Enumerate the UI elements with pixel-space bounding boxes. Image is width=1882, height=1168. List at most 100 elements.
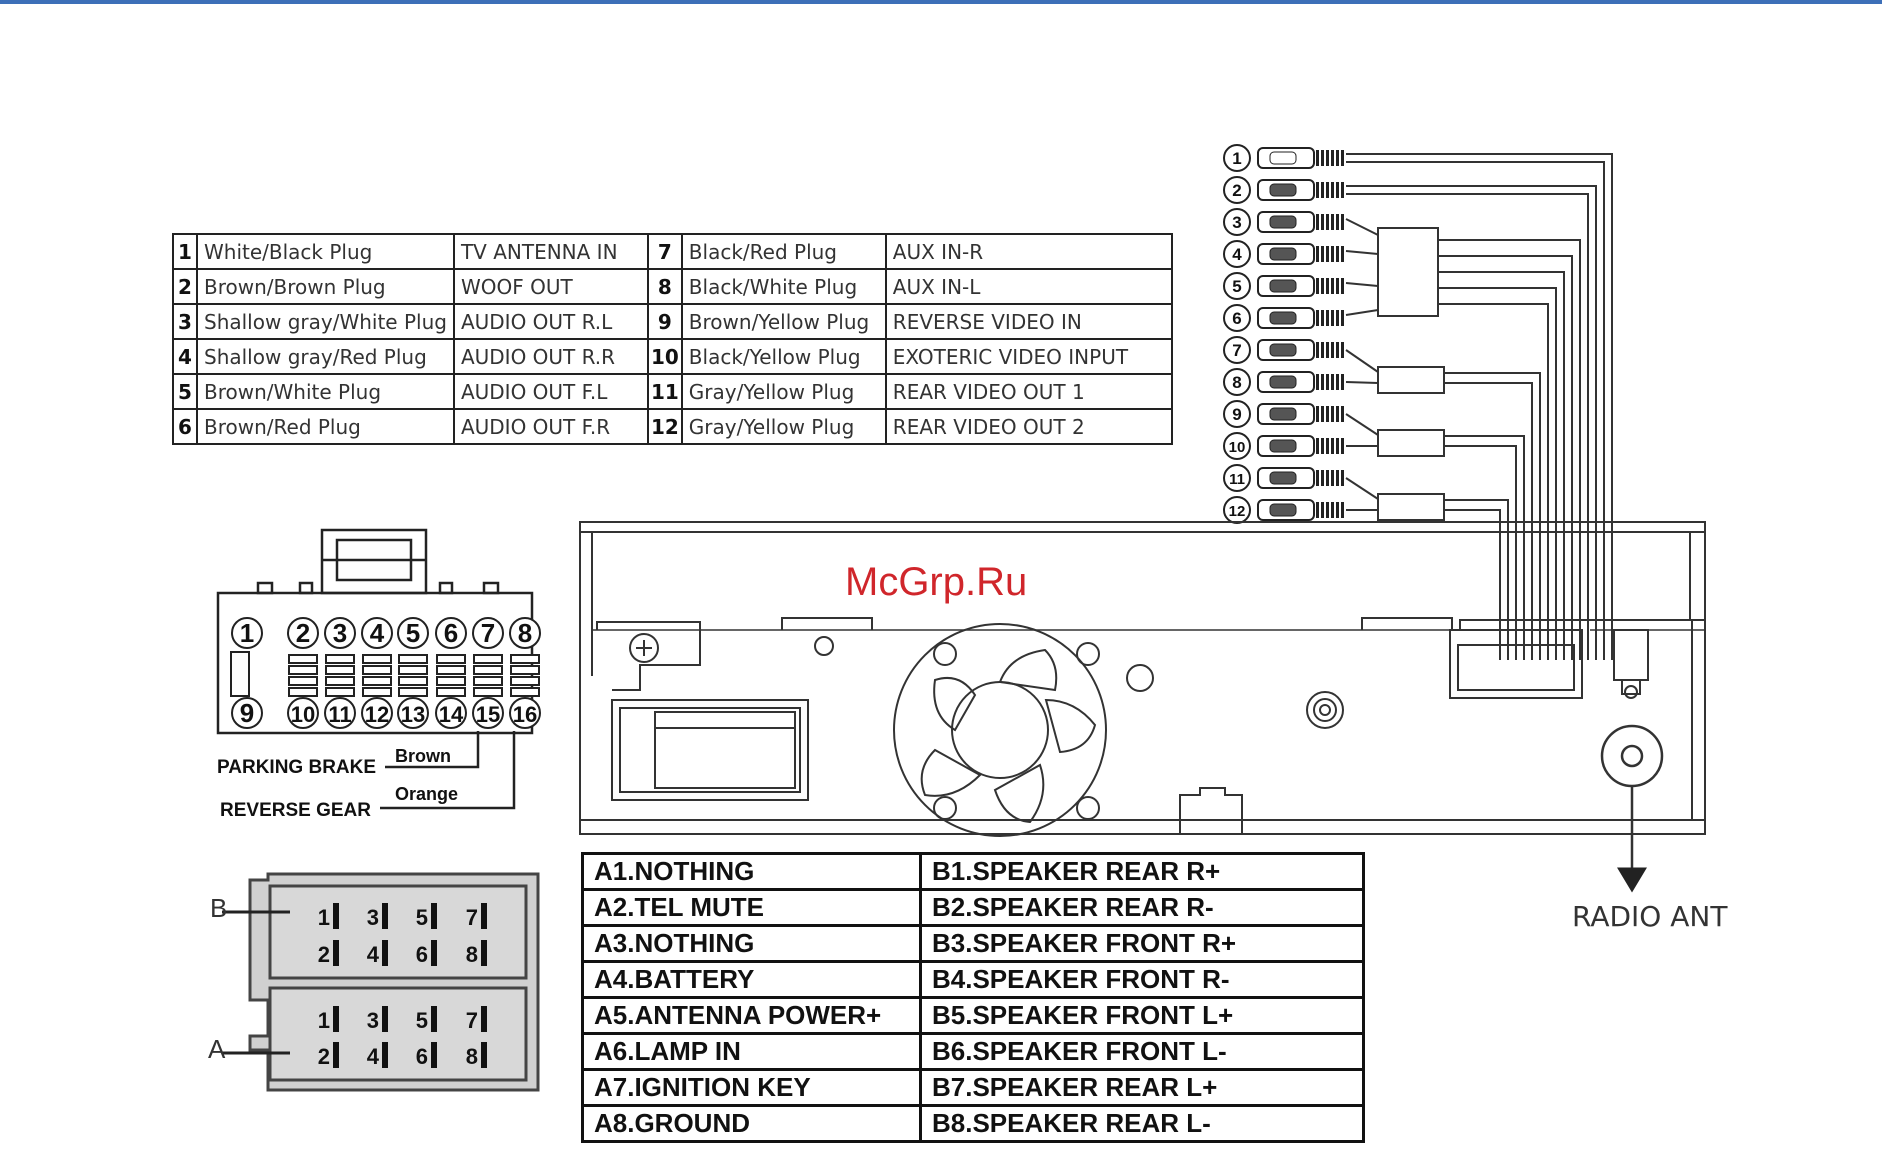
rca-plug-rib	[1316, 342, 1319, 358]
connector16-pin-slot	[362, 676, 392, 686]
rca-table-cell-c1: Shallow gray/White Plug	[196, 303, 455, 340]
rca-plug-rib	[1336, 310, 1339, 326]
rca-plug-rib	[1326, 214, 1329, 230]
rca-plug-rib	[1331, 278, 1334, 294]
iso-table-cell-a: A2.TEL MUTE	[581, 888, 922, 927]
wire-combiner-out	[1438, 239, 1581, 660]
rca-plug-tip	[1269, 183, 1297, 197]
connector16-pin-slot	[398, 665, 428, 675]
iso-pin-number: 8	[466, 942, 478, 967]
connector16-pin-slot	[473, 676, 503, 686]
rca-table-cell-f2: EXOTERIC VIDEO INPUT	[884, 338, 1173, 375]
rca-plug-rib	[1316, 214, 1319, 230]
iso-table-cell-a: A6.LAMP IN	[581, 1032, 922, 1071]
connector16-pin-slot	[325, 654, 355, 664]
rca-table-cell-f1: AUDIO OUT F.R	[452, 408, 649, 445]
rca-table-cell-c1: Shallow gray/Red Plug	[196, 338, 455, 375]
rca-plug-8: 8	[1223, 368, 1344, 396]
rca-plug-rib	[1326, 470, 1329, 486]
connector16-pin-label: 13	[401, 702, 425, 727]
connector16-pin-slot	[510, 687, 540, 697]
connector16-pin-circle	[231, 697, 263, 729]
rca-plug-3: 3	[1223, 208, 1344, 236]
iso-pin-number: 3	[367, 905, 379, 930]
radio-antenna-connector	[1600, 724, 1664, 893]
rca-plug-number: 2	[1232, 181, 1241, 200]
iso-pin-number: 5	[416, 1008, 428, 1033]
connector16-pin-slot	[398, 676, 428, 686]
rca-plug-number-badge	[1223, 144, 1251, 172]
rca-table-cell-n1: 5	[172, 373, 198, 410]
iso-table-cell-b: B3.SPEAKER FRONT R+	[919, 924, 1365, 963]
rca-plug-tip	[1269, 151, 1297, 165]
iso-pin-number: 7	[466, 1008, 478, 1033]
connector16-pin-circle	[324, 617, 356, 649]
connector16-pin-label: 16	[513, 702, 537, 727]
connector16-pin-label: 3	[333, 618, 347, 648]
iso-pin-blade	[431, 903, 437, 929]
rca-plug-number-badge	[1223, 432, 1251, 460]
rca-wire-bundle	[1345, 153, 1613, 660]
connector16-pin-label: 1	[240, 618, 254, 648]
iso-pin-blade	[382, 1042, 388, 1068]
iso-pin-number: 2	[318, 942, 330, 967]
iso-pin-blade	[333, 940, 339, 966]
rca-plug-rib	[1326, 246, 1329, 262]
rca-plug-tip	[1269, 503, 1297, 517]
rca-plug-rib	[1336, 246, 1339, 262]
connector16-pin-label: 8	[518, 618, 532, 648]
connector16-pin-label: 6	[444, 618, 458, 648]
rca-plug-tip	[1269, 215, 1297, 229]
rca-plug-number: 11	[1229, 471, 1245, 488]
rca-plug-number-badge	[1223, 304, 1251, 332]
connector16-pin-circle	[231, 617, 263, 649]
rca-plug-rib	[1336, 278, 1339, 294]
iso-pin-blade	[382, 940, 388, 966]
rca-table-cell-n1: 6	[172, 408, 198, 445]
rca-plug-rib	[1316, 278, 1319, 294]
rca-table-cell-n1: 4	[172, 338, 198, 375]
rca-table-cell-c2: Gray/Yellow Plug	[680, 408, 887, 445]
iso-pin-blade	[481, 1042, 487, 1068]
iso-table-cell-a: A3.NOTHING	[581, 924, 922, 963]
rca-table-cell-f2: AUX IN-R	[884, 233, 1173, 270]
wire-plug-2	[1346, 193, 1589, 660]
iso-pin-blade	[481, 940, 487, 966]
iso-pin-number: 7	[466, 905, 478, 930]
connector16-pin-slot	[473, 654, 503, 664]
rca-plug-rib	[1321, 214, 1324, 230]
iso-table-cell-a: A5.ANTENNA POWER+	[581, 996, 922, 1035]
rca-plug-rib	[1336, 182, 1339, 198]
rca-plug-rib	[1321, 438, 1324, 454]
wire-combiner-box	[1377, 493, 1445, 521]
rca-plug-number-badge	[1223, 176, 1251, 204]
connector16-pin-slot	[288, 654, 318, 664]
rca-plug-number: 3	[1232, 213, 1241, 232]
rca-plug-rib	[1326, 374, 1329, 390]
rca-plug-rib	[1331, 342, 1334, 358]
rca-plug-rib	[1336, 342, 1339, 358]
connector16-pin-slot	[230, 651, 250, 697]
connector16-pin-label: 10	[291, 702, 315, 727]
rca-plug-number: 5	[1232, 277, 1241, 296]
rca-plug-rib	[1326, 182, 1329, 198]
rca-plug-6: 6	[1223, 304, 1344, 332]
iso-pin-number: 4	[367, 942, 380, 967]
connector16-pin-circle	[472, 697, 504, 729]
rca-table-cell-n2: 8	[646, 268, 683, 305]
iso-table-cell-b: B1.SPEAKER REAR R+	[919, 852, 1365, 891]
rca-plug-rib	[1341, 342, 1344, 358]
wire-box-out	[1444, 435, 1525, 660]
parking-brake-label: PARKING BRAKE	[217, 757, 377, 778]
connector16-pin-circle	[509, 697, 541, 729]
rca-plug-rib	[1316, 470, 1319, 486]
iso-pin-blade	[431, 1006, 437, 1032]
